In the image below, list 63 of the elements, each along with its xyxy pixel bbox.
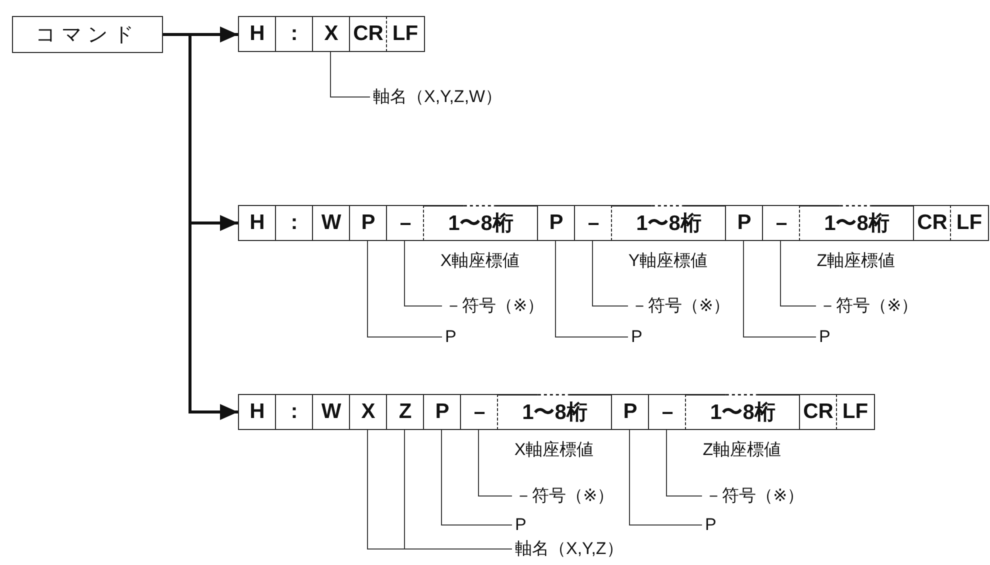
annotation-label: 軸名（X,Y,Z,W） — [373, 87, 502, 107]
format-field: LF — [836, 394, 874, 430]
value-caption: Z軸座標値 — [816, 251, 896, 271]
leader-line — [592, 240, 628, 306]
format-field: W — [312, 394, 350, 430]
leader-line — [780, 240, 816, 306]
format-field: P — [423, 394, 462, 430]
format-field: CR — [349, 16, 388, 52]
format-field: H — [238, 16, 276, 52]
format-field: X — [349, 394, 388, 430]
format-field: － — [574, 205, 612, 241]
format-field: － — [460, 394, 498, 430]
annotation-label: －符号（※） — [445, 296, 544, 316]
arrow — [163, 33, 238, 420]
format-field: P — [349, 205, 388, 241]
annotation-label: －符号（※） — [705, 486, 804, 506]
format-field: － — [386, 205, 424, 241]
format-field: W — [312, 205, 350, 241]
format-field: 1〜8桁 — [423, 205, 538, 241]
annotation-label: P — [445, 327, 456, 347]
format-field: P — [537, 205, 576, 241]
format-field: : — [275, 205, 314, 241]
format-field: LF — [950, 205, 988, 241]
command-box: コマンド — [12, 16, 163, 53]
value-caption: X軸座標値 — [440, 251, 520, 271]
format-field: 1〜8桁 — [611, 205, 726, 241]
format-field: : — [275, 16, 314, 52]
format-field: LF — [386, 16, 424, 52]
format-field: 1〜8桁 — [799, 205, 914, 241]
leader-line — [743, 240, 816, 338]
format-field: CR — [913, 205, 952, 241]
annotation-label: －符号（※） — [631, 296, 730, 316]
format-field: 1〜8桁 — [497, 394, 612, 430]
leader-line — [441, 430, 512, 526]
annotation-label: P — [631, 327, 642, 347]
format-field: X — [312, 16, 350, 52]
format-field: － — [648, 394, 686, 430]
annotation-label: －符号（※） — [819, 296, 918, 316]
leader-line — [555, 240, 628, 338]
format-field: H — [238, 394, 276, 430]
leader-line — [404, 430, 512, 550]
format-field: P — [611, 394, 650, 430]
annotation-label: －符号（※） — [515, 486, 614, 506]
value-caption: X軸座標値 — [514, 440, 594, 460]
leader-line — [330, 52, 370, 98]
format-field: － — [762, 205, 800, 241]
format-field: 1〜8桁 — [685, 394, 800, 430]
annotation-label: 軸名（X,Y,Z） — [515, 539, 624, 559]
leader-line — [404, 240, 442, 306]
annotation-label: P — [819, 327, 830, 347]
format-field: P — [725, 205, 764, 241]
leader-line — [367, 240, 442, 338]
leader-line — [629, 430, 702, 526]
format-field: CR — [799, 394, 838, 430]
format-field: : — [275, 394, 314, 430]
value-caption: Z軸座標値 — [702, 440, 782, 460]
annotation-label: P — [705, 515, 716, 535]
value-caption: Y軸座標値 — [628, 251, 708, 271]
format-field: Z — [386, 394, 424, 430]
leader-line — [478, 430, 512, 496]
format-field: H — [238, 205, 276, 241]
annotation-label: P — [515, 515, 526, 535]
leader-line — [666, 430, 702, 496]
